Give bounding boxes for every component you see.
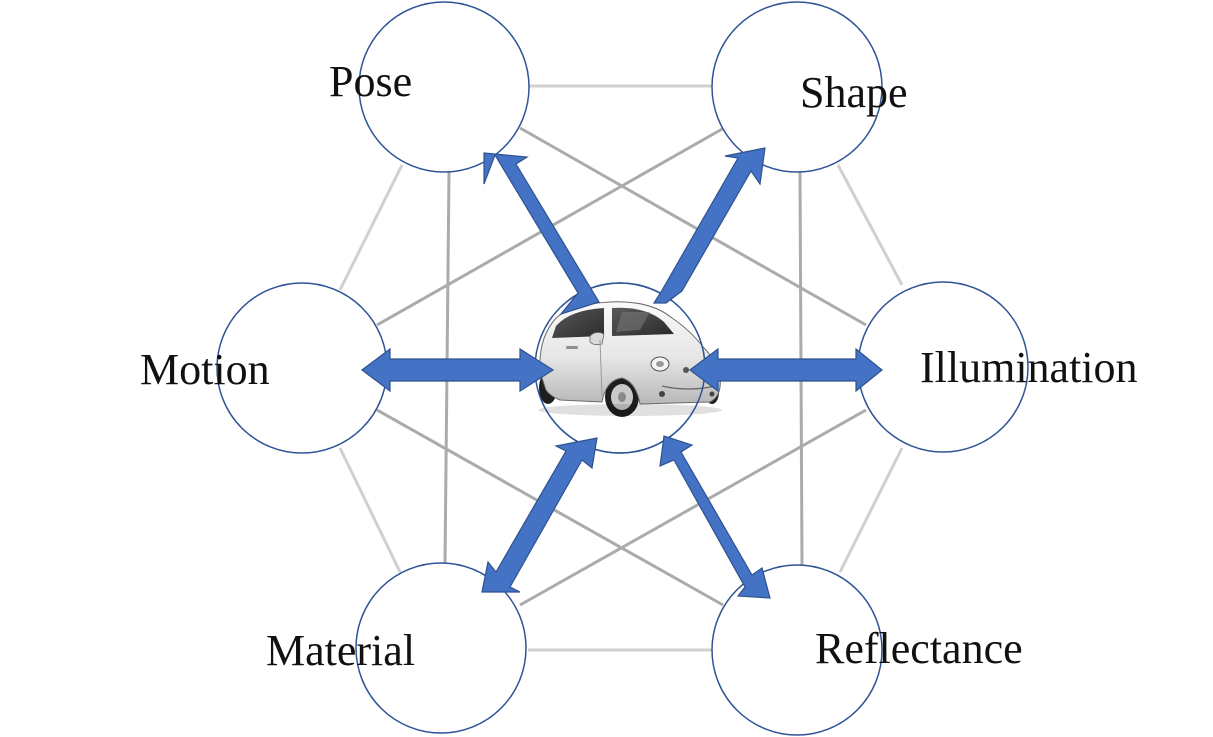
- edge-pose-illumination: [519, 126, 867, 327]
- node-shape-label: Shape: [800, 68, 908, 117]
- edge-material-motion: [338, 447, 402, 573]
- arrow-shape: [652, 147, 766, 304]
- node-material-label: Material: [266, 626, 415, 675]
- arrow-material: [481, 437, 598, 593]
- node-pose-circle: [358, 1, 530, 173]
- arrow-pose: [483, 152, 600, 316]
- node-pose-label: Pose: [329, 57, 412, 106]
- node-shape-circle: [711, 1, 883, 173]
- node-reflectance-label: Reflectance: [815, 624, 1023, 673]
- node-reflectance-circle: [711, 564, 883, 736]
- car-image: [528, 300, 734, 426]
- center-node: [528, 282, 734, 454]
- arrow-motion: [361, 347, 555, 393]
- edge-illumination-material: [519, 408, 867, 607]
- edge-shape-illumination: [836, 164, 904, 286]
- edge-illumination-reflectance: [838, 447, 904, 573]
- connection-edges: [338, 84, 904, 652]
- arrow-reflectance: [659, 435, 771, 599]
- node-illumination-label: Illumination: [920, 343, 1138, 392]
- edge-motion-pose: [338, 164, 404, 291]
- arrow-illumination: [689, 347, 883, 393]
- node-material-circle: [355, 562, 527, 734]
- node-motion-label: Motion: [140, 345, 270, 394]
- node-labels: Pose Shape Motion Illumination Material …: [140, 57, 1138, 675]
- relation-arrows: [361, 147, 883, 599]
